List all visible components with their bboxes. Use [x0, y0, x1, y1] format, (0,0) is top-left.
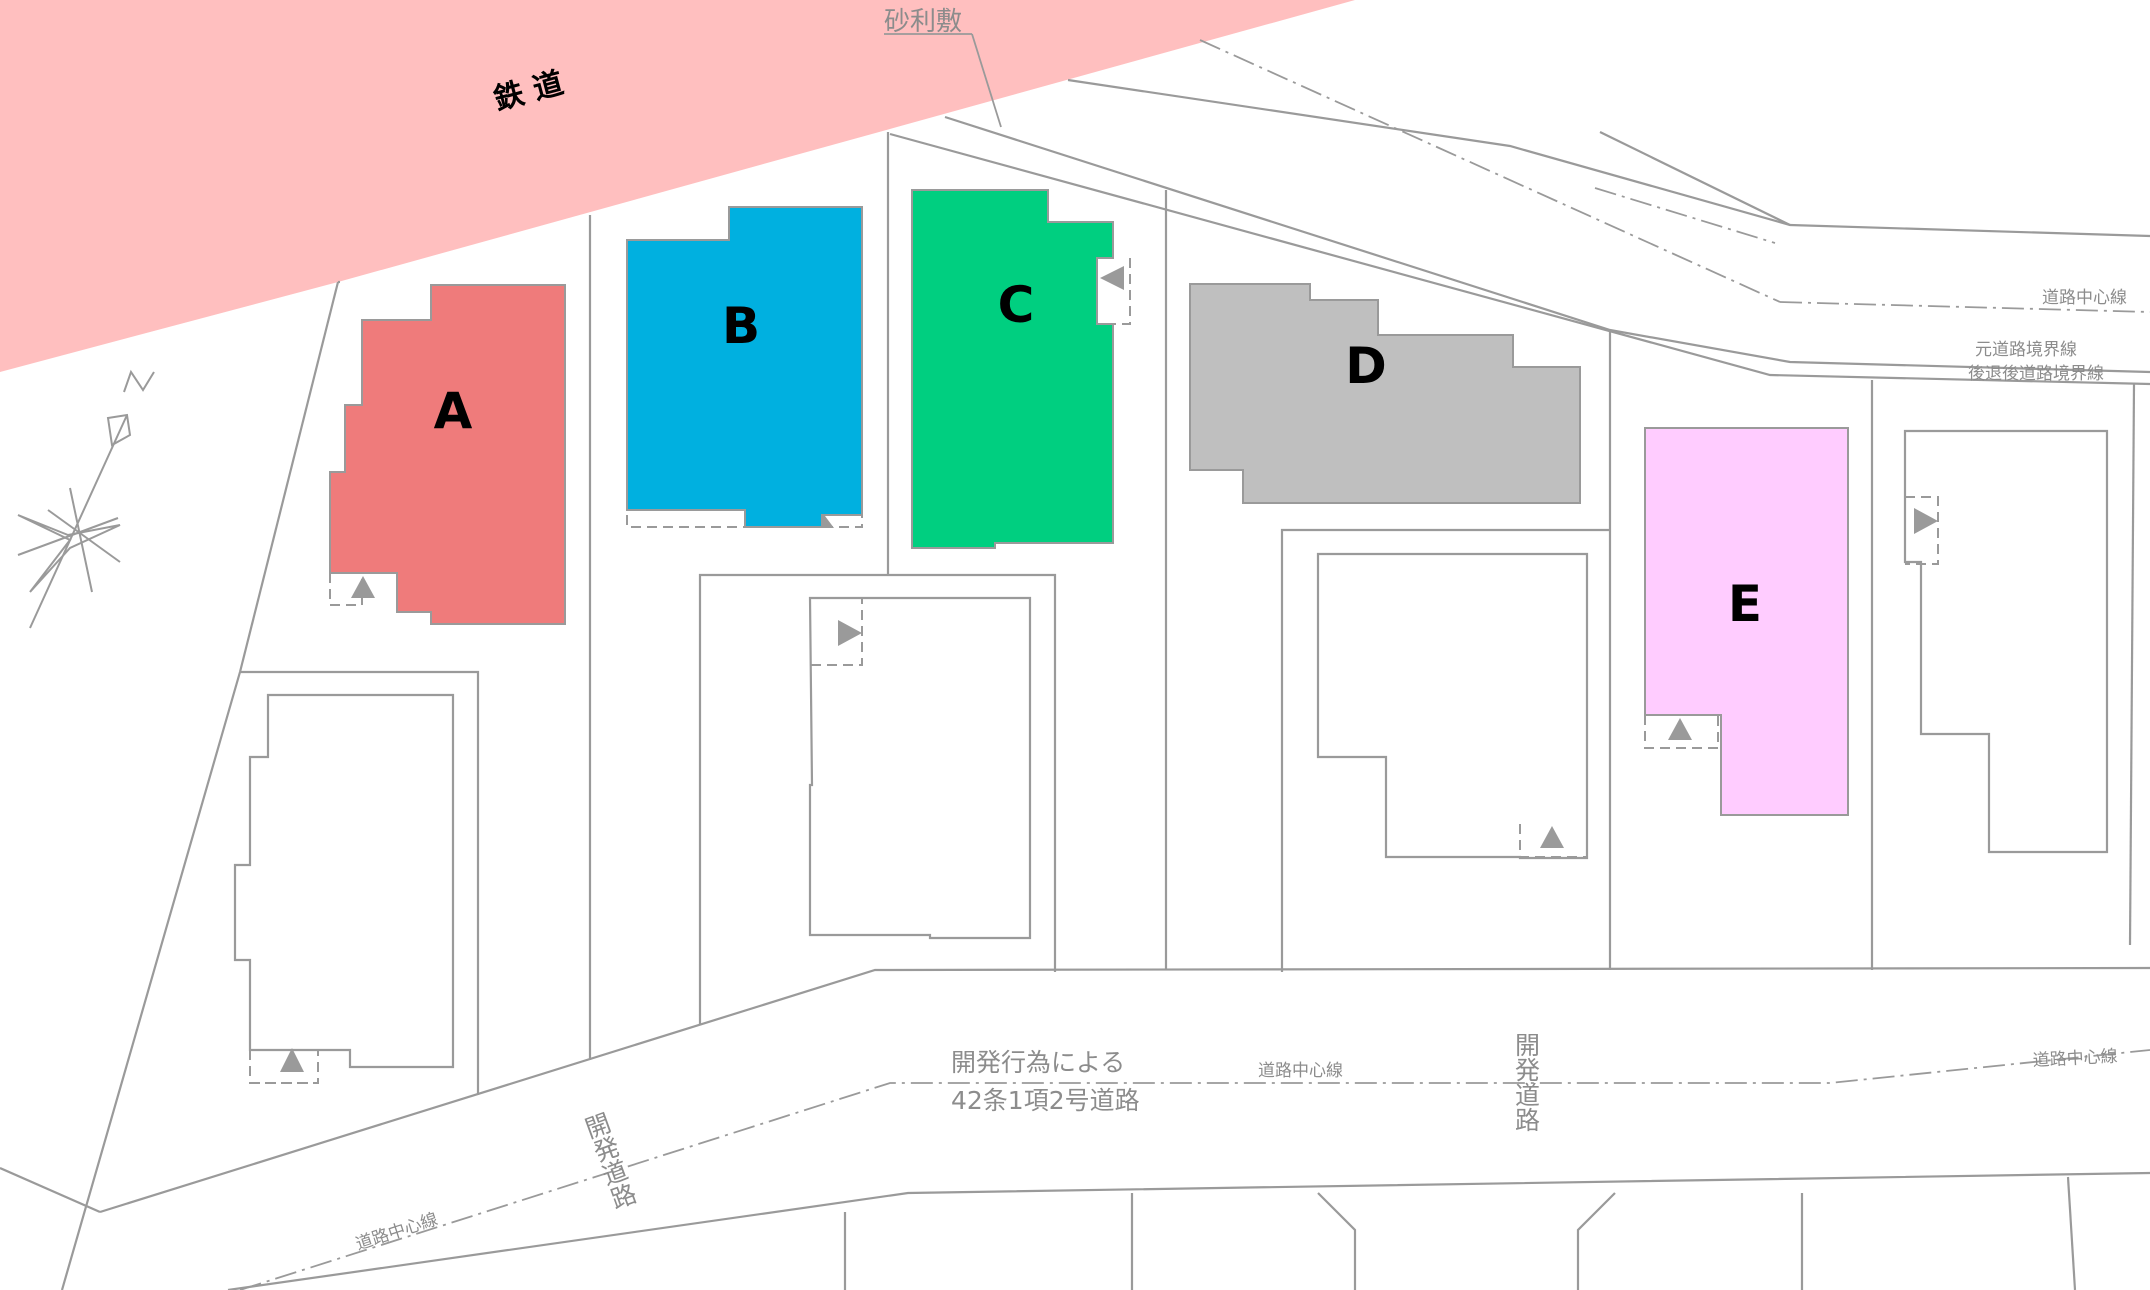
entrance-triangle — [1668, 718, 1692, 740]
building-C-label: C — [998, 276, 1035, 334]
neighbor-buildings — [233, 429, 2109, 1084]
building-C[interactable]: C — [911, 189, 1114, 549]
entrance-triangle — [1100, 266, 1124, 290]
dev-road-label-line1: 開発行為による — [951, 1048, 1125, 1077]
building-C-shape[interactable] — [911, 189, 1114, 549]
road-center-lines — [239, 39, 2150, 1290]
building-B-shape[interactable] — [626, 206, 863, 528]
original-road-boundary-label: 元道路境界線 — [1975, 340, 2077, 360]
building-D-shape[interactable] — [1189, 283, 1581, 504]
entrance-triangle — [351, 576, 375, 598]
setback-road-boundary-label: 後退後道路境界線 — [1968, 364, 2104, 384]
building-A-shape[interactable] — [329, 284, 566, 625]
dev-road-vertical-label: 開発道路 — [1512, 1032, 1541, 1132]
dev-road-label-line2: 42条1項2号道路 — [951, 1086, 1140, 1115]
entrance-triangle — [280, 1048, 304, 1072]
road-center-label-mid: 道路中心線 — [1258, 1061, 1343, 1081]
north-arrow-icon — [17, 369, 155, 629]
building-B[interactable]: B — [626, 206, 863, 528]
building-D[interactable]: D — [1189, 283, 1581, 504]
road-center-label-right: 道路中心線 — [2032, 1047, 2118, 1071]
building-E-label: E — [1728, 575, 1762, 633]
gravel-leader — [971, 33, 1002, 128]
dev-road-diagonal-label: 開発道路 — [578, 1109, 639, 1213]
building-B-label: B — [722, 297, 760, 355]
road-center-label-top: 道路中心線 — [2042, 288, 2127, 308]
entrance-triangle — [1914, 508, 1938, 534]
entrance-triangle — [838, 620, 862, 646]
road-center-label-left: 道路中心線 — [353, 1209, 440, 1254]
railway-band — [0, 0, 1355, 372]
gravel-label: 砂利敷 — [884, 7, 962, 37]
building-E-shape[interactable] — [1644, 427, 1849, 816]
entrance-triangle — [1540, 826, 1564, 848]
parcel-lines-top — [0, 78, 2150, 1290]
building-E[interactable]: E — [1644, 427, 1849, 816]
building-A-label: A — [434, 382, 473, 440]
building-D-label: D — [1345, 337, 1387, 395]
building-A[interactable]: A — [329, 284, 566, 625]
